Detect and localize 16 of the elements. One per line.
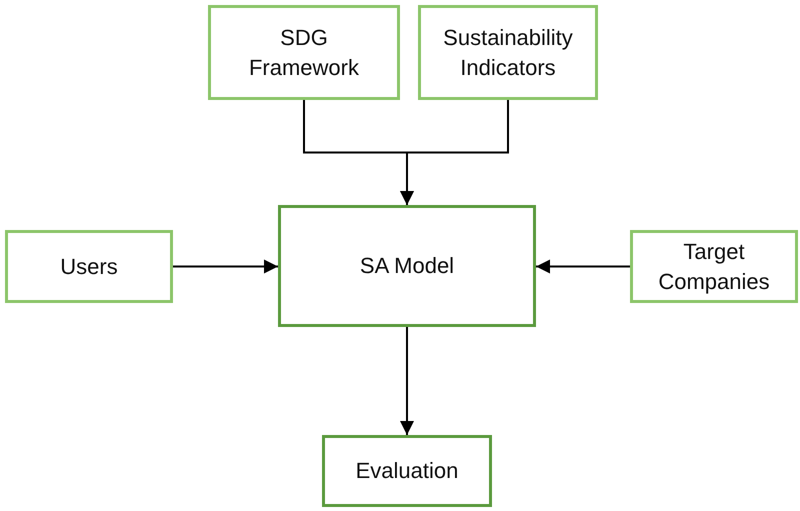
arrow xyxy=(536,260,630,274)
box-label: Evaluation xyxy=(356,457,458,485)
arrow xyxy=(173,260,278,274)
box-label: SA Model xyxy=(360,252,454,280)
arrow xyxy=(400,100,509,205)
box-label: SDG Framework xyxy=(248,24,360,82)
process-box xyxy=(208,5,400,100)
process-box xyxy=(278,205,536,327)
arrow xyxy=(400,327,414,435)
process-box xyxy=(322,435,492,507)
process-box xyxy=(5,230,173,303)
box-label: Sustainability Indicators xyxy=(442,24,574,82)
process-box xyxy=(630,230,798,303)
box-label: Users xyxy=(60,252,118,280)
box-label: Target Companies xyxy=(657,238,771,296)
process-box xyxy=(418,5,598,100)
